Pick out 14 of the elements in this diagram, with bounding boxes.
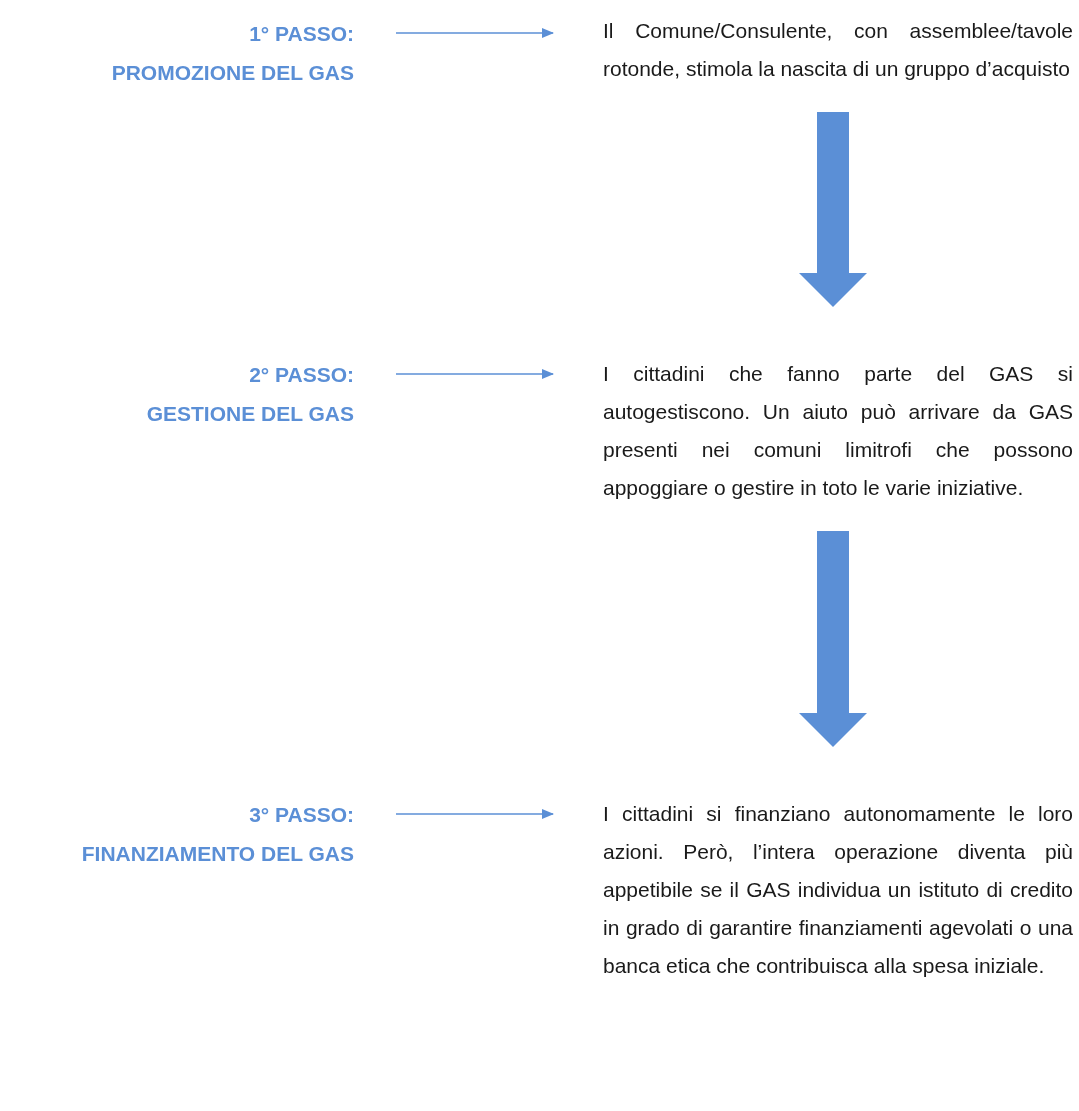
block-arrow	[799, 531, 867, 747]
step-description: I cittadini si finanziano autonomamente le loro azioni. Però, l’intera operazione diventa più appetibile se il GAS individua un istituto di credito in grado di garantire finanziamenti agevolati o una banca etica che contribuisca alla spesa iniziale.	[603, 795, 1073, 985]
step-title: 3° PASSO:	[248, 802, 354, 828]
arrow	[395, 809, 554, 819]
step-description: Il Comune/Consulente, con assemblee/tavole rotonde, stimola la nascita di un gruppo d’acquisto	[603, 12, 1073, 88]
arrow	[395, 369, 554, 379]
arrow	[395, 28, 554, 38]
step-title: PROMOZIONE DEL GAS	[111, 60, 354, 86]
step-title: 2° PASSO:	[248, 362, 354, 388]
step-title: 1° PASSO:	[248, 21, 354, 47]
block-arrow	[799, 112, 867, 307]
step-description: I cittadini che fanno parte del GAS si autogestiscono. Un aiuto può arrivare da GAS presenti nei comuni limitrofi che possono appoggiare o gestire in toto le varie iniziative.	[603, 355, 1073, 507]
step-title: GESTIONE DEL GAS	[146, 401, 354, 427]
step-title: FINANZIAMENTO DEL GAS	[81, 841, 354, 867]
